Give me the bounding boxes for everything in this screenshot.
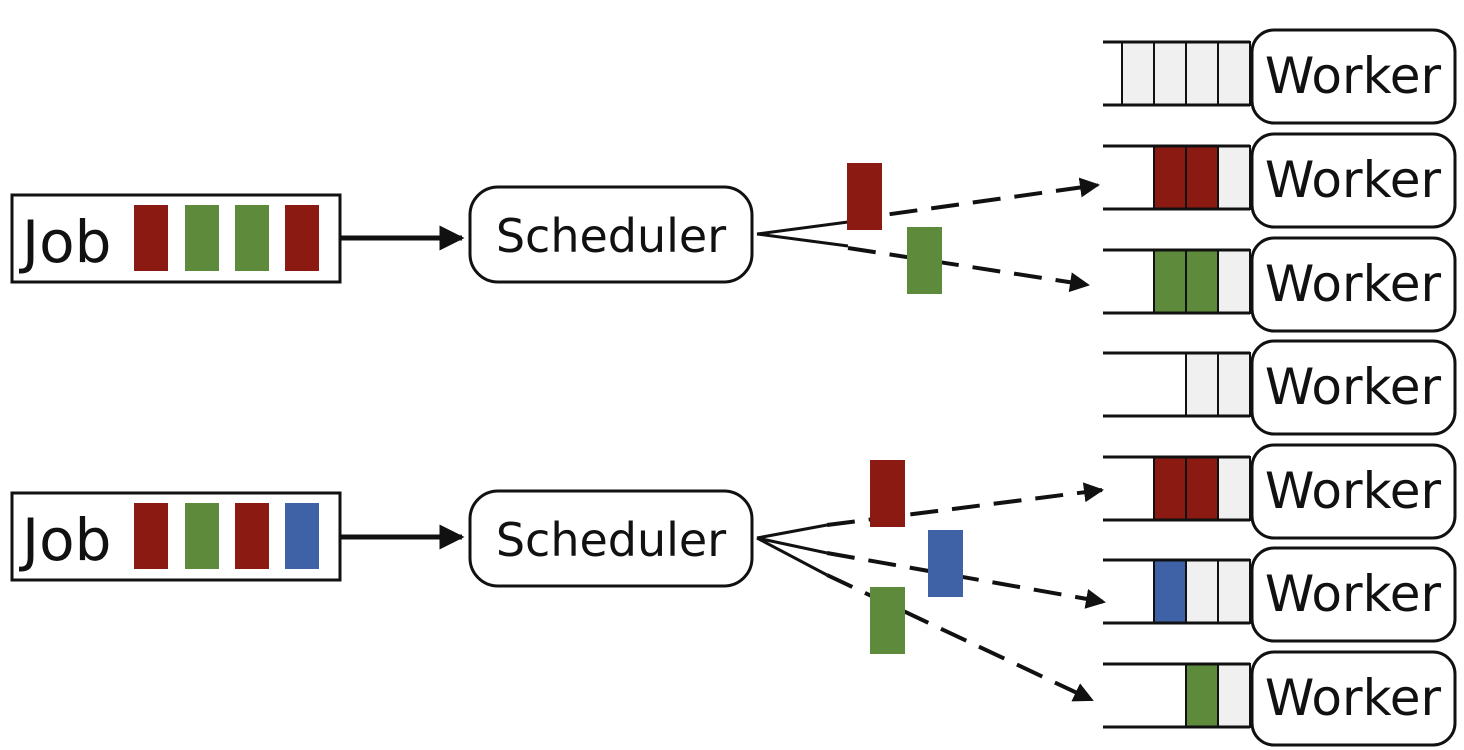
job-task-block [134, 205, 168, 271]
worker-box [1250, 339, 1457, 436]
queue-slot [1153, 456, 1187, 521]
queue-slot [1185, 559, 1219, 624]
job-group-1: Job [10, 193, 342, 284]
fan-out-line [756, 536, 828, 577]
worker-box [1250, 650, 1457, 747]
scheduler-box [468, 489, 754, 588]
dispatched-task [870, 460, 905, 527]
queue-slot [1121, 41, 1155, 106]
queue-slot [1217, 352, 1251, 417]
worker-box [1250, 546, 1457, 643]
queue-slot [1153, 41, 1187, 106]
worker-row: Worker [1103, 236, 1457, 333]
worker-label: Worker [1265, 358, 1442, 416]
job-group-2: Job [10, 491, 342, 582]
scheduler-node-2: Scheduler [468, 489, 754, 588]
scheduler-box [468, 185, 754, 284]
fan-out-line [756, 536, 828, 555]
dispatch-arrow [826, 482, 1104, 527]
queue-slot [1217, 145, 1251, 210]
dispatched-task [928, 530, 963, 597]
worker-row: Worker [1103, 28, 1457, 125]
queue-slot [1185, 41, 1219, 106]
worker-row: Worker [1103, 546, 1457, 643]
scheduler-label: Scheduler [496, 209, 726, 263]
job-task-block [285, 503, 319, 569]
job-label: Job [19, 506, 111, 574]
job-task-block [185, 503, 219, 569]
queue-slot [1217, 663, 1251, 728]
dispatch-arrow [847, 246, 1090, 293]
queue-slot [1185, 663, 1219, 728]
job-task-block [134, 503, 168, 569]
scheduler-node-1: Scheduler [468, 185, 754, 284]
job-task-block [235, 503, 269, 569]
queue-slot [1217, 41, 1251, 106]
worker-label: Worker [1265, 669, 1442, 727]
queue-slot [1185, 456, 1219, 521]
queue-slot [1217, 249, 1251, 314]
worker-box [1250, 28, 1457, 125]
fan-out-line [756, 220, 849, 236]
queue-slot [1153, 559, 1187, 624]
dispatch-arrow [826, 551, 1106, 609]
worker-box [1250, 236, 1457, 333]
queue-slot [1217, 559, 1251, 624]
worker-row: Worker [1103, 132, 1457, 229]
worker-label: Worker [1265, 462, 1442, 520]
dispatched-task [847, 163, 882, 230]
scheduler-label: Scheduler [496, 513, 726, 567]
worker-box [1250, 443, 1457, 540]
worker-label: Worker [1265, 151, 1442, 209]
dispatch-arrow [847, 177, 1100, 222]
queue-slot [1217, 456, 1251, 521]
job-task-block [235, 205, 269, 271]
job-label: Job [19, 208, 111, 276]
worker-column: WorkerWorkerWorkerWorkerWorkerWorkerWork… [1103, 28, 1457, 747]
job-task-block [285, 205, 319, 271]
fan-out-line [756, 523, 828, 540]
queue-slot [1185, 249, 1219, 314]
job-task-block [185, 205, 219, 271]
queue-slot [1185, 145, 1219, 210]
worker-label: Worker [1265, 565, 1442, 623]
worker-row: Worker [1103, 339, 1457, 436]
worker-label: Worker [1265, 255, 1442, 313]
worker-label: Worker [1265, 47, 1442, 105]
dispatched-task [907, 227, 942, 294]
worker-box [1250, 132, 1457, 229]
worker-row: Worker [1103, 443, 1457, 540]
queue-slot [1153, 145, 1187, 210]
worker-row: Worker [1103, 650, 1457, 747]
queue-slot [1153, 249, 1187, 314]
fan-out-line [756, 232, 849, 248]
dispatched-task [870, 587, 905, 654]
queue-slot [1185, 352, 1219, 417]
